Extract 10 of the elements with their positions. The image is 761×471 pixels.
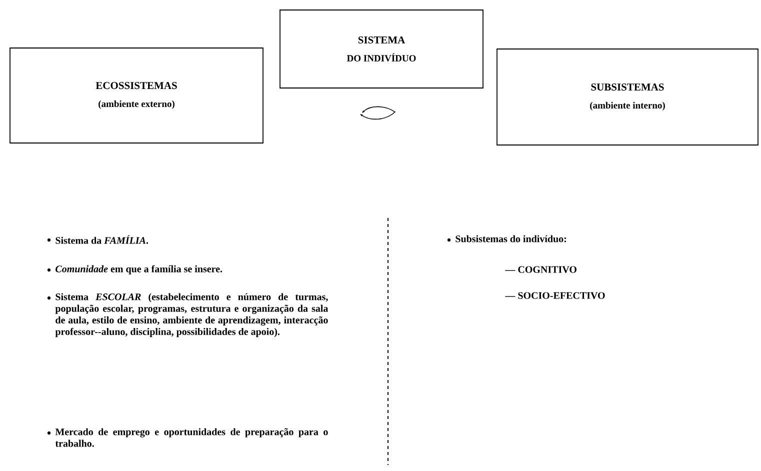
- list-item: — SOCIO-EFECTIVO: [505, 292, 605, 299]
- list-item: — COGNITIVO: [505, 266, 576, 273]
- list-item: Sistema da FAMÍLIA.: [56, 235, 148, 244]
- system-box: SUBSISTEMAS (ambiente interno): [496, 48, 758, 146]
- system-box: SISTEMA DO INDIVÍDUO: [280, 10, 484, 88]
- list-item: Comunidade em que a família se insere.: [56, 265, 222, 274]
- list-item: Subsistemas do indivíduo:: [456, 235, 566, 242]
- list-item: Sistema ESCOLAR (estabelecimento e número de turmas, população escolar, programas, estrutura e organização da sala de aula, estilo de ensino, ambiente de aprendizagem, interacção professor--aluno, disciplina, possibilidades de apoio).: [55, 293, 328, 338]
- system-box: ECOSSISTEMAS (ambiente externo): [10, 48, 264, 144]
- list-item: Mercado de emprego e oportunidades de preparação para o trabalho.: [55, 428, 328, 447]
